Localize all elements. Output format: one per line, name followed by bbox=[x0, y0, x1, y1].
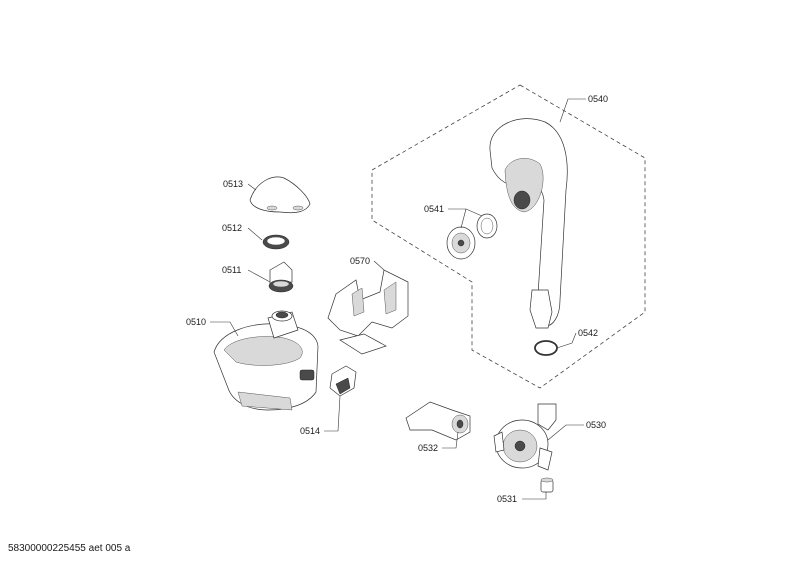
leader-0570 bbox=[373, 260, 385, 271]
footer-document-code: 58300000225455 aet 005 a bbox=[8, 543, 131, 554]
callout-0514: 0514 bbox=[300, 426, 320, 436]
part-0514-clip bbox=[329, 365, 357, 397]
part-0511-valve bbox=[268, 261, 294, 293]
leader-0542 bbox=[556, 332, 577, 349]
part-0512-ring bbox=[262, 234, 290, 250]
part-0531-sleeve bbox=[540, 477, 554, 493]
callout-0511: 0511 bbox=[222, 265, 241, 275]
callout-0532: 0532 bbox=[418, 443, 438, 453]
leader-0512 bbox=[247, 227, 263, 241]
part-0513-cap bbox=[249, 176, 311, 214]
callout-0570: 0570 bbox=[350, 256, 370, 266]
leader-0510 bbox=[210, 321, 239, 337]
callout-0530: 0530 bbox=[586, 420, 606, 430]
callout-0540: 0540 bbox=[588, 94, 608, 104]
part-0510-container bbox=[213, 310, 319, 411]
part-0540-spray-hose bbox=[489, 118, 568, 329]
part-0530-pump bbox=[493, 403, 557, 471]
leader-0541 bbox=[448, 208, 483, 229]
callout-0510: 0510 bbox=[186, 317, 206, 327]
leader-0514 bbox=[324, 395, 341, 432]
leader-0532 bbox=[442, 431, 459, 449]
part-0541-disc-and-ring bbox=[446, 213, 498, 260]
callout-0512: 0512 bbox=[222, 223, 242, 233]
callout-0531: 0531 bbox=[497, 494, 517, 504]
leader-0511 bbox=[247, 269, 271, 283]
leader-0513 bbox=[247, 183, 257, 191]
assembly-group-outline bbox=[371, 84, 646, 389]
leader-0540 bbox=[559, 98, 586, 123]
callout-0542: 0542 bbox=[578, 328, 598, 338]
part-0570-bracket bbox=[327, 269, 409, 355]
leader-0531 bbox=[522, 492, 547, 500]
part-0532-connector bbox=[405, 401, 471, 441]
part-0542-o-ring bbox=[534, 340, 558, 356]
callout-0513: 0513 bbox=[223, 179, 243, 189]
leader-0530 bbox=[547, 424, 584, 441]
callout-0541: 0541 bbox=[424, 204, 444, 214]
